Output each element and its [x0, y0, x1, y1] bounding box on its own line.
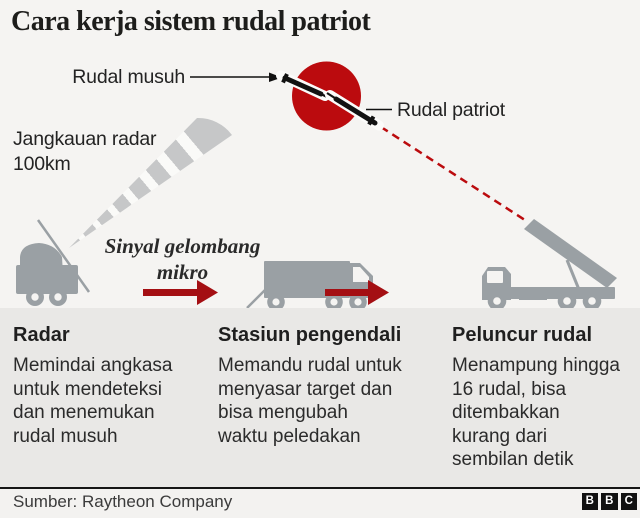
- radar-truck-icon: [16, 219, 91, 306]
- bbc-logo-block: C: [620, 493, 637, 510]
- column-heading: Radar: [13, 324, 70, 346]
- enemy-label-connector: [190, 72, 282, 82]
- missile-launcher-truck-icon: [482, 219, 617, 311]
- column-body: Memindai angkasa untuk mendeteksi dan me…: [13, 355, 173, 447]
- column-body: Memandu rudal untuk menyasar target dan …: [218, 355, 402, 447]
- bbc-logo-block: B: [581, 493, 598, 510]
- red-arrow-icon: [143, 280, 218, 305]
- control-station-truck-icon: [246, 261, 373, 311]
- microwave-signal-label: Sinyal gelombang mikro: [104, 234, 261, 284]
- patriot-missile-label: Rudal patriot: [397, 99, 505, 121]
- column-radar: Radar Memindai angkasa untuk mendeteksi …: [13, 324, 203, 448]
- bottom-panel: [0, 308, 640, 488]
- radar-beam-icon: [69, 117, 232, 248]
- column-heading: Peluncur rudal: [452, 324, 593, 346]
- dashed-trajectory-line: [380, 125, 529, 224]
- bbc-logo-block: B: [601, 493, 618, 510]
- red-arrow-icon: [325, 280, 389, 305]
- bbc-logo: B B C: [581, 493, 637, 510]
- patriot-missile-icon: [325, 90, 384, 131]
- footer: [0, 489, 640, 518]
- page-title: Cara kerja sistem rudal patriot: [11, 6, 371, 37]
- column-body: Menampung hingga 16 rudal, bisa ditembak…: [452, 355, 620, 470]
- column-control-station: Stasiun pengendali Memandu rudal untuk m…: [218, 324, 440, 448]
- column-heading: Stasiun pengendali: [218, 324, 402, 346]
- column-launcher: Peluncur rudal Menampung hingga 16 rudal…: [452, 324, 638, 472]
- source-credit: Sumber: Raytheon Company: [13, 492, 233, 511]
- footer-divider: [0, 487, 640, 489]
- radar-range-label: Jangkauan radar 100km: [13, 128, 157, 175]
- enemy-missile-label: Rudal musuh: [72, 66, 185, 88]
